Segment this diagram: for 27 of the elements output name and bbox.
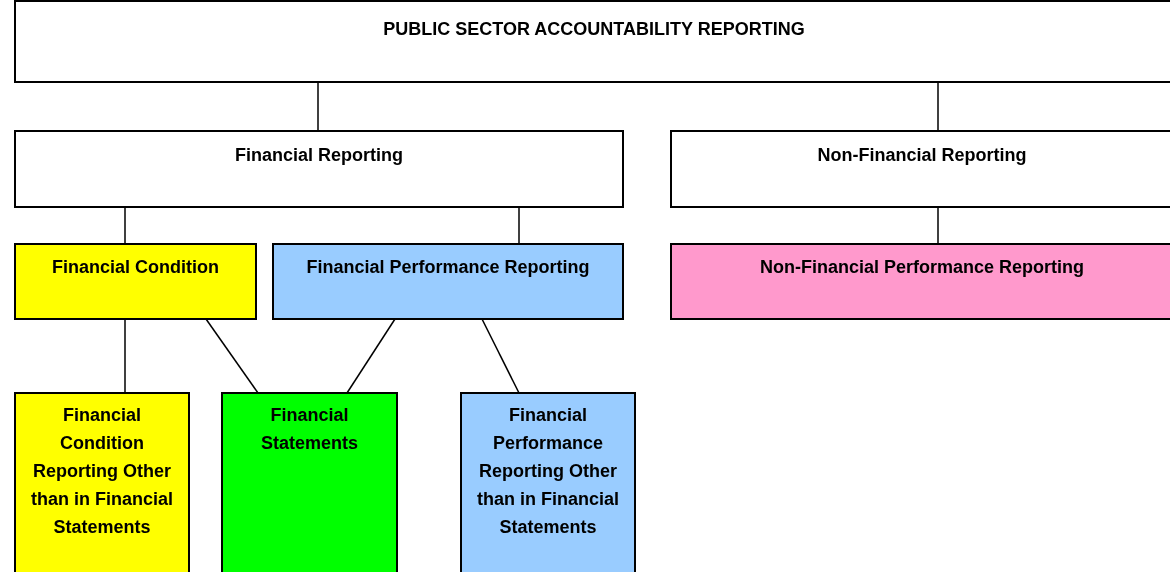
connector-line (124, 318, 126, 394)
connector-line (317, 81, 319, 132)
org-box (221, 392, 398, 572)
box-label: Financial Performance Reporting (305, 256, 591, 279)
org-box (14, 0, 1170, 83)
org-box (14, 130, 624, 208)
box-label: Non-Financial Performance Reporting (758, 256, 1085, 279)
box-label: Financial Performance Reporting Other than in Financial Statements (476, 404, 620, 539)
box-label: Financial Statements (260, 404, 359, 455)
box-label: Financial Reporting (234, 144, 404, 167)
org-box (670, 130, 1170, 208)
org-box (670, 243, 1170, 320)
connector-line (124, 206, 126, 245)
box-label: PUBLIC SECTOR ACCOUNTABILITY REPORTING (382, 18, 806, 41)
org-box (460, 392, 636, 572)
box-label: Non-Financial Reporting (816, 144, 1028, 167)
box-label: Financial Condition (51, 256, 220, 279)
connector-line (346, 318, 396, 394)
connector-line (205, 318, 259, 394)
org-box (272, 243, 624, 320)
org-box (14, 392, 190, 572)
connector-line (481, 318, 520, 394)
box-label: Financial Condition Reporting Other than in Financial Statements (30, 404, 174, 539)
connector-line (937, 81, 939, 132)
org-box (14, 243, 257, 320)
connector-line (937, 206, 939, 245)
connector-line (518, 206, 520, 245)
